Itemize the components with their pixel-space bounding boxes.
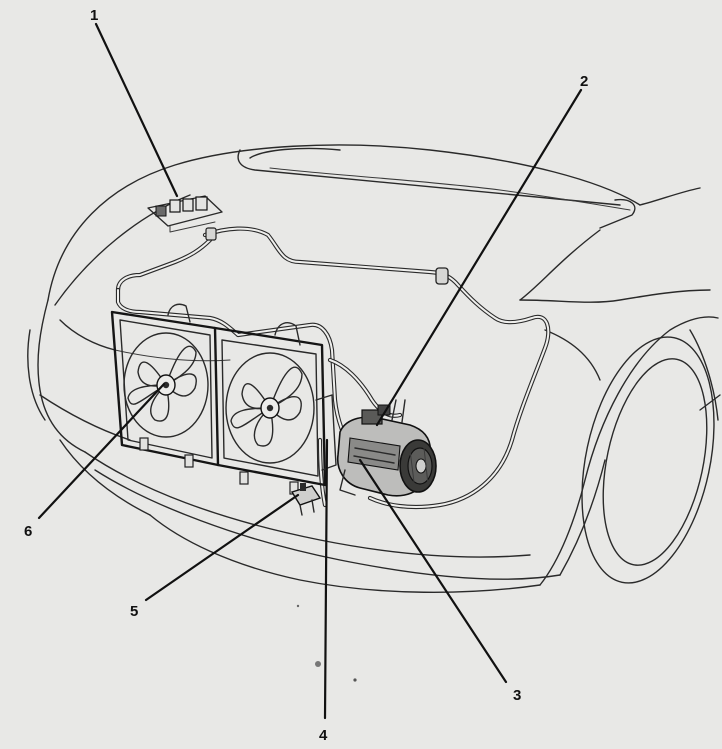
- ac-compressor: [336, 399, 437, 497]
- callout-3: 3: [513, 687, 521, 704]
- callout-5: 5: [130, 603, 138, 620]
- right-fan: [225, 352, 315, 464]
- callout-2: 2: [580, 73, 588, 90]
- left-fan: [123, 332, 209, 438]
- callout-1: 1: [90, 7, 98, 24]
- leader-3: [358, 458, 508, 684]
- callout-6: 6: [24, 523, 32, 540]
- leader-4: [323, 438, 329, 720]
- pressure-switch: [290, 483, 322, 516]
- relay-box: [147, 195, 223, 233]
- leader-1: [94, 22, 179, 198]
- callout-labels: 1 2 3 4 5 6: [24, 7, 588, 744]
- refrigerant-pipes: [115, 226, 551, 510]
- callout-leaders: [37, 22, 583, 720]
- leader-2: [375, 88, 583, 427]
- paper-specks: [296, 604, 357, 682]
- condenser-fan-assembly: [110, 303, 337, 495]
- car-body-outline: [27, 144, 721, 593]
- leader-6: [37, 382, 166, 520]
- callout-4: 4: [319, 727, 328, 744]
- leader-5: [144, 493, 300, 602]
